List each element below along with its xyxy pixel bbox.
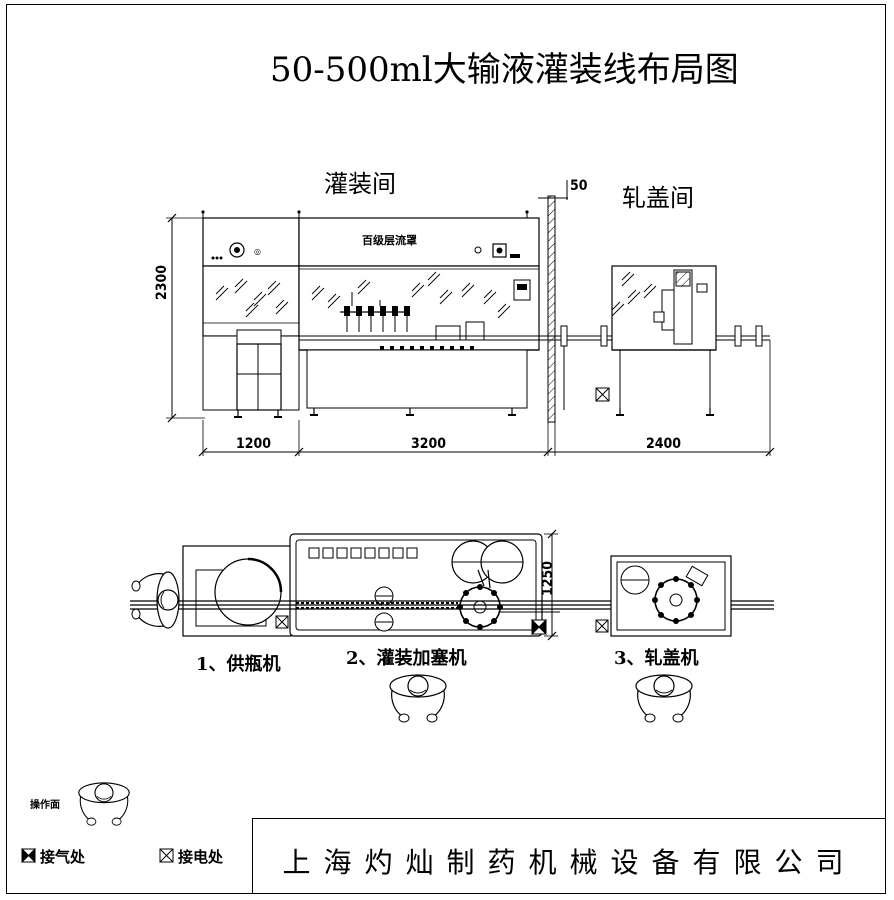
dim-filler-width: 3200	[411, 436, 447, 452]
front-elevation: ◎	[166, 180, 775, 457]
feeder-window	[202, 265, 300, 337]
title-block: 上海灼灿制药机械设备有限公司	[252, 818, 886, 894]
capping-room-label: 轧盖间	[622, 184, 694, 212]
machine-label-filler: 2、灌装加塞机	[346, 648, 467, 669]
dim-depth: 1250	[540, 560, 556, 596]
operator-face-label: 操作面	[30, 800, 60, 811]
legend-icons	[21, 847, 174, 864]
filling-window	[298, 265, 540, 351]
legend-air-label: 接气处	[40, 848, 86, 866]
partition-wall	[547, 195, 556, 423]
svg-text:◎: ◎	[254, 247, 261, 256]
feeder-cabinet	[236, 343, 282, 411]
dim-capper-width: 2400	[646, 436, 682, 452]
plan-view	[130, 529, 774, 723]
company-name: 上海灼灿制药机械设备有限公司	[282, 846, 857, 879]
plan-nozzles	[308, 547, 418, 559]
drawing-frame	[6, 4, 886, 894]
legend-power-label: 接电处	[178, 848, 224, 866]
laminar-hood-label: 百级层流罩	[362, 234, 417, 247]
machine-label-capper: 3、轧盖机	[614, 648, 699, 669]
operator-face-icon	[78, 782, 130, 826]
machine-label-feeder: 1、供瓶机	[196, 654, 281, 675]
dim-feeder-width: 1200	[236, 436, 272, 452]
filling-room-label: 灌装间	[324, 170, 396, 198]
feeder-hood	[202, 217, 300, 267]
drawing-title: 50-500ml大输液灌装线布局图	[270, 50, 739, 90]
dim-wall: 50	[570, 178, 588, 194]
bottle-row	[380, 346, 474, 350]
dim-height: 2300	[154, 264, 170, 300]
laminar-hood	[298, 217, 540, 267]
